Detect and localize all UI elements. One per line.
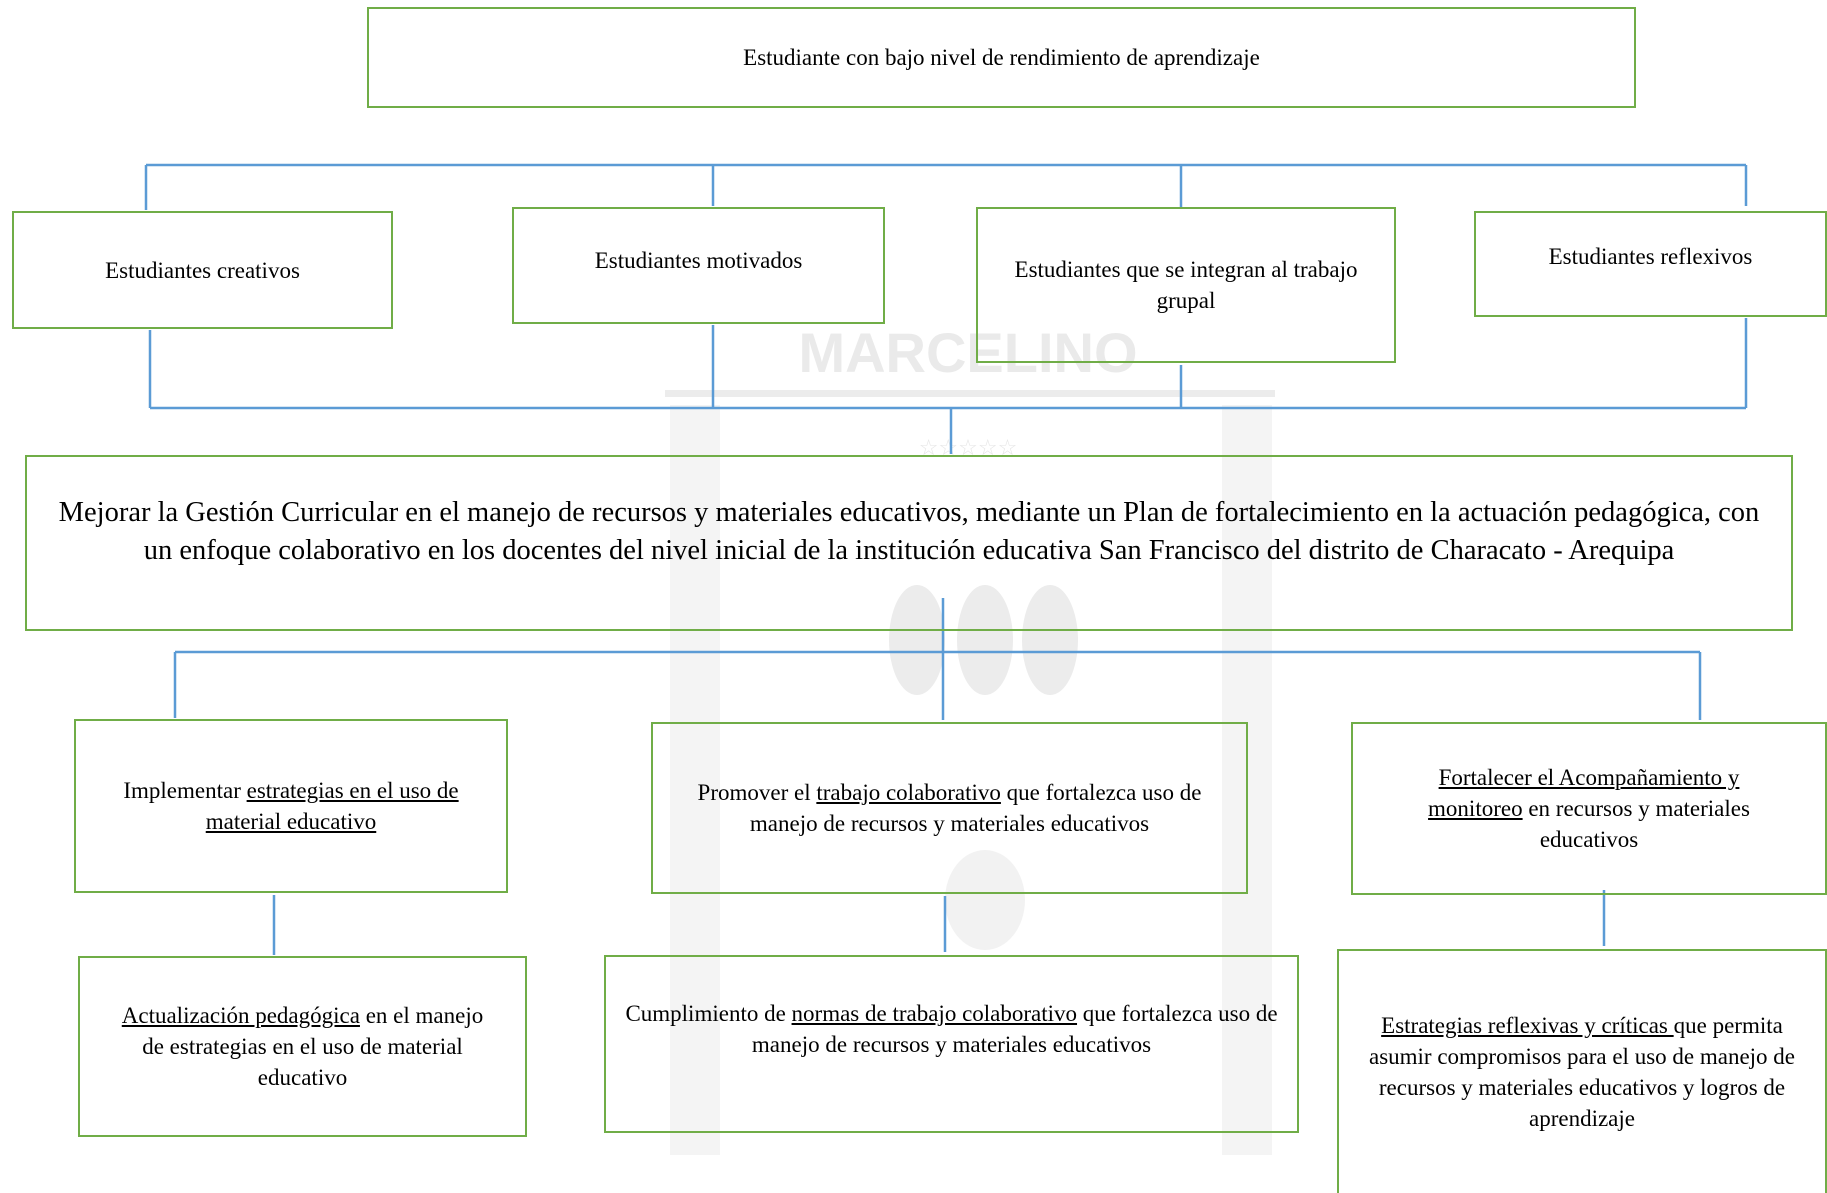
outcome-text-2: Estudiantes motivados [594, 248, 803, 273]
action-text-2: Cumplimiento de normas de trabajo colabo… [618, 998, 1285, 1060]
top-connector [144, 163, 1748, 210]
action-3-post: que permita asumir compromisos para el u… [1368, 1013, 1796, 1131]
objective-box: Mejorar la Gestión Curricular en el mane… [25, 455, 1793, 631]
action-box-1: Actualización pedagógica en el manejo de… [78, 956, 527, 1137]
strategy-3-post: en recursos y materiales educativos [1522, 796, 1750, 852]
strategy-1-underlined: estrategias en el uso de material educat… [205, 778, 459, 834]
strategy-text-1: Implementar estrategias en el uso de mat… [88, 775, 494, 837]
outcome-text-4: Estudiantes reflexivos [1548, 244, 1753, 269]
action-1-post: en el manejo de estrategias en el uso de… [142, 1003, 484, 1090]
strategy-2-underlined: trabajo colaborativo [816, 780, 1001, 805]
action-box-3: Estrategias reflexivas y críticas que pe… [1337, 949, 1827, 1193]
action-3-underlined: Estrategias reflexivas y críticas [1381, 1013, 1674, 1038]
strategy-text-3: Fortalecer el Acompañamiento y monitoreo… [1365, 762, 1813, 855]
bottom-connectors [272, 890, 1606, 955]
action-1-underlined: Actualización pedagógica [121, 1003, 360, 1028]
action-text-3: Estrategias reflexivas y críticas que pe… [1351, 1010, 1813, 1134]
problem-box: Estudiante con bajo nivel de rendimiento… [367, 7, 1636, 108]
strategy-2-post: que fortalezca uso de manejo de recursos… [749, 780, 1202, 836]
outcome-box-2: Estudiantes motivados [512, 207, 885, 324]
outcome-text-1: Estudiantes creativos [105, 257, 300, 283]
strategy-box-3: Fortalecer el Acompañamiento y monitoreo… [1351, 722, 1827, 895]
strategy-text-2: Promover el trabajo colaborativo que for… [665, 777, 1234, 839]
strategy-box-2: Promover el trabajo colaborativo que for… [651, 722, 1248, 894]
strategy-box-1: Implementar estrategias en el uso de mat… [74, 719, 508, 893]
action-text-1: Actualización pedagógica en el manejo de… [92, 1000, 513, 1093]
strategy-1-pre: Implementar [123, 778, 247, 803]
outcome-box-4: Estudiantes reflexivos [1474, 211, 1827, 317]
lower-connector [173, 598, 1702, 720]
action-2-post: que fortalezca uso de manejo de recursos… [751, 1001, 1278, 1057]
action-box-2: Cumplimiento de normas de trabajo colabo… [604, 955, 1299, 1133]
strategy-3-underlined: Fortalecer el Acompañamiento y monitoreo [1428, 765, 1740, 821]
mid-connector [148, 318, 1748, 454]
action-2-underlined: normas de trabajo colaborativo [791, 1001, 1078, 1026]
outcome-text-3: Estudiantes que se integran al trabajo g… [1014, 257, 1358, 313]
strategy-2-pre: Promover el [697, 780, 817, 805]
action-2-pre: Cumplimiento de [625, 1001, 792, 1026]
outcome-box-3: Estudiantes que se integran al trabajo g… [976, 207, 1396, 363]
outcome-box-1: Estudiantes creativos [12, 211, 393, 329]
objective-text: Mejorar la Gestión Curricular en el mane… [58, 497, 1760, 566]
problem-text: Estudiante con bajo nivel de rendimiento… [743, 45, 1260, 70]
